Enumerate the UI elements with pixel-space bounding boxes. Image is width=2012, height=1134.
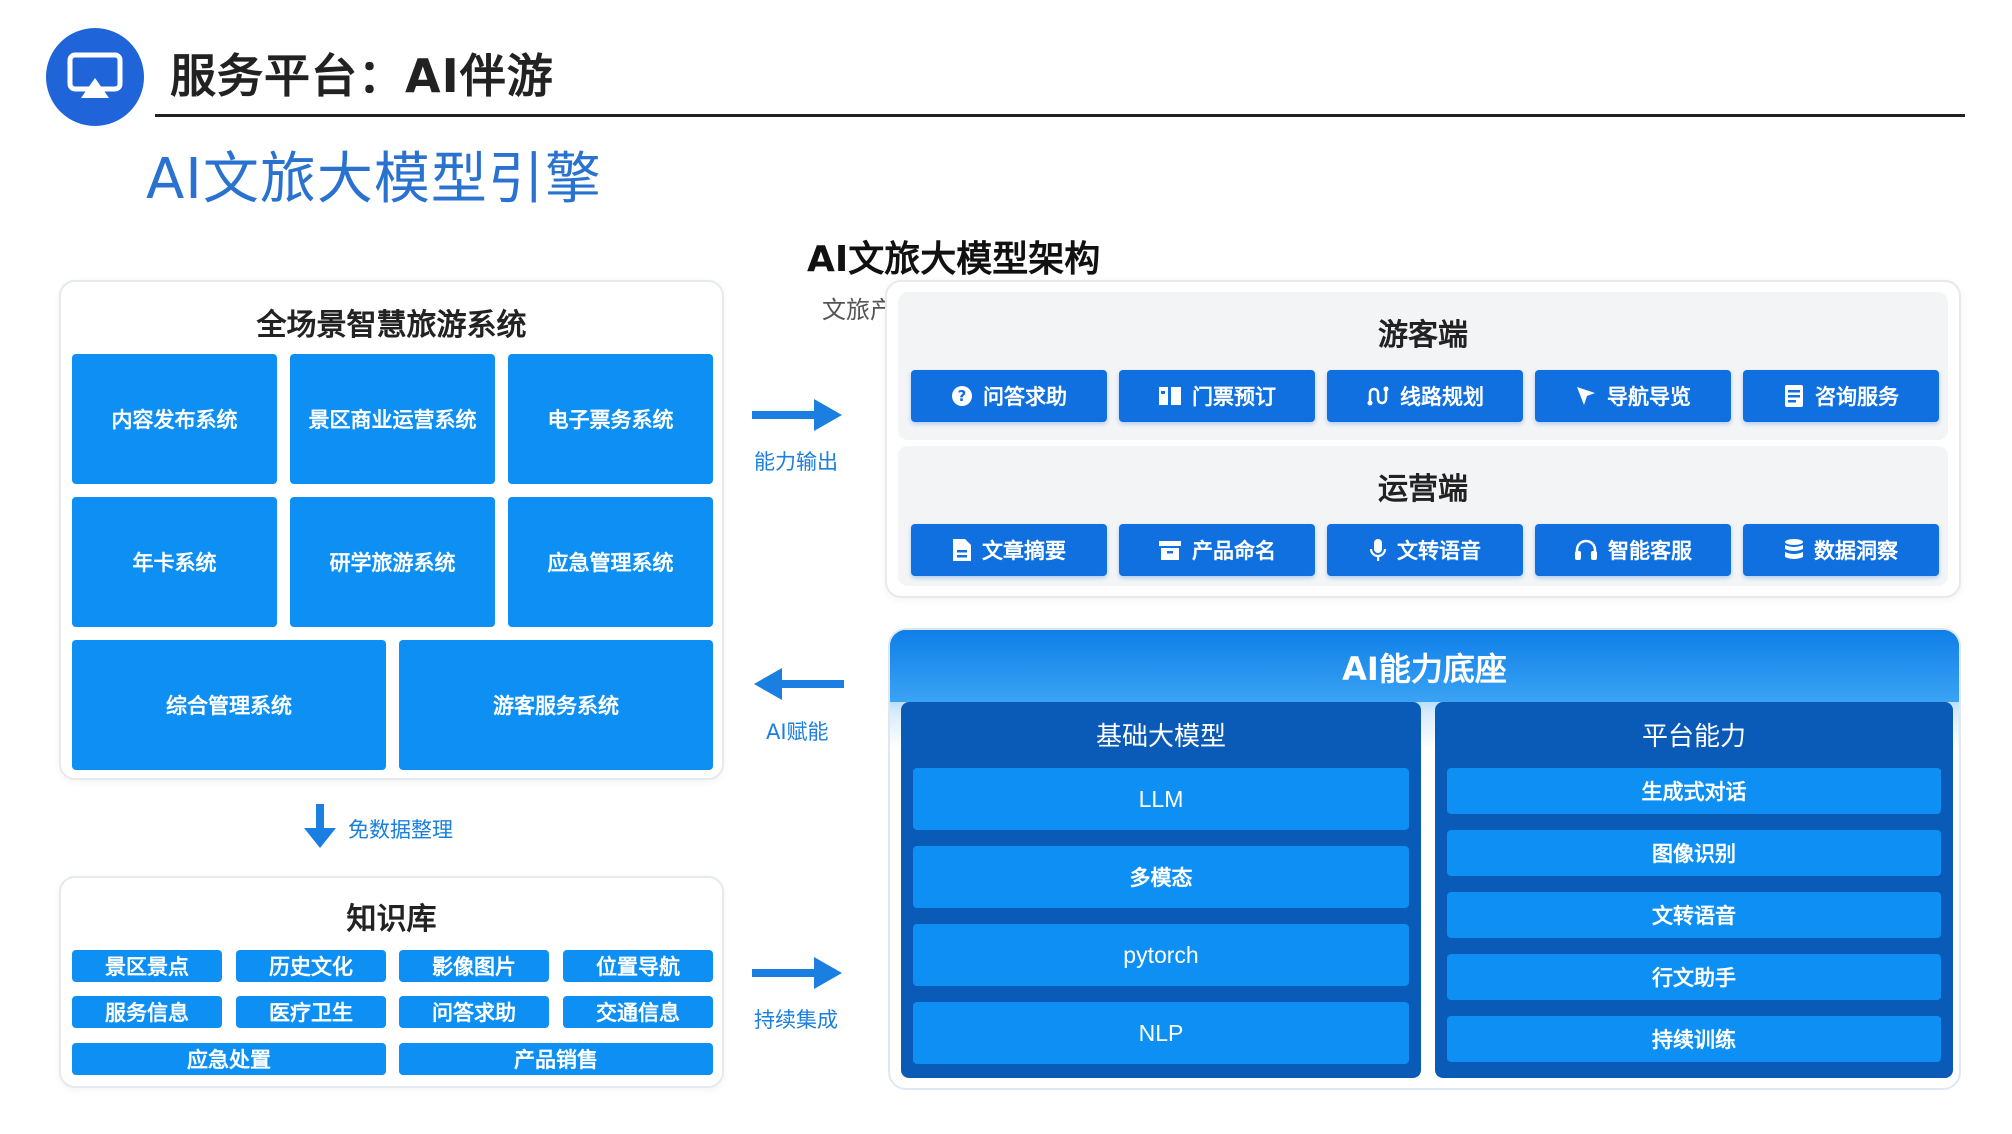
capability-button: 智能客服	[1535, 524, 1731, 576]
capability-label: 线路规划	[1400, 385, 1484, 409]
microphone-icon	[1369, 539, 1387, 561]
knowledge-panel: 知识库 景区景点 历史文化 影像图片 位置导航 服务信息 医疗卫生 问答求助 交…	[59, 876, 724, 1088]
ai-base-title: AI能力底座	[1342, 650, 1507, 688]
capability-button: 文转语音	[1327, 524, 1523, 576]
operation-end-section: 运营端 文章摘要 产品命名 文转语音 智能客服 数据洞察	[898, 446, 1948, 586]
system-box: 综合管理系统	[72, 640, 386, 770]
route-icon	[1367, 386, 1389, 406]
capability-label: 问答求助	[983, 385, 1067, 409]
navigation-arrow-icon	[1577, 387, 1595, 405]
foundation-model-title: 基础大模型	[1095, 722, 1226, 752]
question-circle-icon: ?	[952, 386, 972, 406]
foundation-model-item: LLM	[913, 768, 1409, 830]
ai-base-panel: AI能力底座 基础大模型 LLM 多模态 pytorch NLP 平台能力 生成…	[888, 628, 1961, 1090]
platform-capability-item: 行文助手	[1447, 954, 1941, 1000]
visitor-end-title: 游客端	[1378, 318, 1468, 353]
capability-button: 数据洞察	[1743, 524, 1939, 576]
document-list-icon	[1785, 385, 1803, 407]
system-box: 研学旅游系统	[290, 497, 495, 627]
knowledge-panel-title: 知识库	[346, 902, 437, 937]
ticket-icon	[1159, 387, 1181, 405]
capability-label: 产品命名	[1192, 539, 1276, 563]
airplay-screen-icon	[67, 52, 123, 98]
knowledge-item: 景区景点	[72, 950, 222, 982]
knowledge-item: 产品销售	[399, 1043, 713, 1075]
foundation-model-item: NLP	[913, 1002, 1409, 1064]
capability-button: ? 问答求助	[911, 370, 1107, 422]
capability-button: 线路规划	[1327, 370, 1523, 422]
arrow-label-integrate: 持续集成	[754, 1008, 838, 1032]
arrow-right-icon	[752, 957, 842, 989]
application-panel: 游客端 ? 问答求助 门票预订 线路规划 导航导览 咨询服务	[885, 280, 1961, 598]
arrow-label-empower: AI赋能	[766, 720, 829, 744]
knowledge-item: 应急处置	[72, 1043, 386, 1075]
capability-label: 数据洞察	[1814, 539, 1898, 563]
platform-capability-item: 生成式对话	[1447, 768, 1941, 814]
capability-button: 门票预订	[1119, 370, 1315, 422]
arrow-down-icon	[304, 804, 336, 848]
capability-label: 文章摘要	[982, 539, 1066, 563]
system-box: 年卡系统	[72, 497, 277, 627]
header-divider	[155, 114, 1965, 117]
capability-button: 产品命名	[1119, 524, 1315, 576]
platform-capability-title: 平台能力	[1641, 722, 1746, 752]
system-box: 游客服务系统	[399, 640, 713, 770]
arrow-label-output: 能力输出	[754, 450, 838, 474]
archive-box-icon	[1159, 541, 1181, 560]
page-subtitle: AI文旅大模型引擎	[146, 147, 602, 212]
platform-capability-item: 图像识别	[1447, 830, 1941, 876]
visitor-end-section: 游客端 ? 问答求助 门票预订 线路规划 导航导览 咨询服务	[898, 292, 1948, 440]
knowledge-item: 交通信息	[563, 996, 713, 1028]
platform-capability-item: 文转语音	[1447, 892, 1941, 938]
system-box: 应急管理系统	[508, 497, 713, 627]
arrow-left-icon	[754, 668, 844, 700]
document-icon	[953, 539, 971, 561]
logo-badge	[46, 28, 144, 126]
architecture-title: AI文旅大模型架构	[807, 239, 1101, 280]
capability-button: 咨询服务	[1743, 370, 1939, 422]
knowledge-item: 服务信息	[72, 996, 222, 1028]
page-title: 服务平台：AI伴游	[170, 49, 554, 103]
system-box: 景区商业运营系统	[290, 354, 495, 484]
capability-label: 门票预订	[1192, 385, 1276, 409]
arrow-label-no-data-prep: 免数据整理	[348, 818, 453, 842]
knowledge-item: 位置导航	[563, 950, 713, 982]
platform-capability-column: 平台能力 生成式对话 图像识别 文转语音 行文助手 持续训练	[1435, 702, 1953, 1078]
database-icon	[1785, 539, 1803, 559]
capability-label: 智能客服	[1608, 539, 1692, 563]
arrow-right-icon	[752, 399, 842, 431]
knowledge-item: 医疗卫生	[236, 996, 386, 1028]
platform-capability-item: 持续训练	[1447, 1016, 1941, 1062]
capability-label: 文转语音	[1397, 539, 1481, 563]
knowledge-item: 影像图片	[399, 950, 549, 982]
capability-button: 导航导览	[1535, 370, 1731, 422]
capability-button: 文章摘要	[911, 524, 1107, 576]
foundation-model-item: pytorch	[913, 924, 1409, 986]
foundation-model-column: 基础大模型 LLM 多模态 pytorch NLP	[901, 702, 1421, 1078]
system-box: 电子票务系统	[508, 354, 713, 484]
svg-text:?: ?	[958, 387, 967, 405]
knowledge-item: 历史文化	[236, 950, 386, 982]
system-box: 内容发布系统	[72, 354, 277, 484]
knowledge-item: 问答求助	[399, 996, 549, 1028]
headset-icon	[1575, 539, 1597, 560]
systems-panel: 全场景智慧旅游系统 内容发布系统 景区商业运营系统 电子票务系统 年卡系统 研学…	[59, 280, 724, 780]
systems-panel-title: 全场景智慧旅游系统	[256, 308, 527, 343]
ai-base-header	[890, 630, 1959, 702]
foundation-model-item: 多模态	[913, 846, 1409, 908]
capability-label: 导航导览	[1607, 385, 1691, 409]
operation-end-title: 运营端	[1378, 472, 1468, 507]
capability-label: 咨询服务	[1815, 385, 1899, 409]
